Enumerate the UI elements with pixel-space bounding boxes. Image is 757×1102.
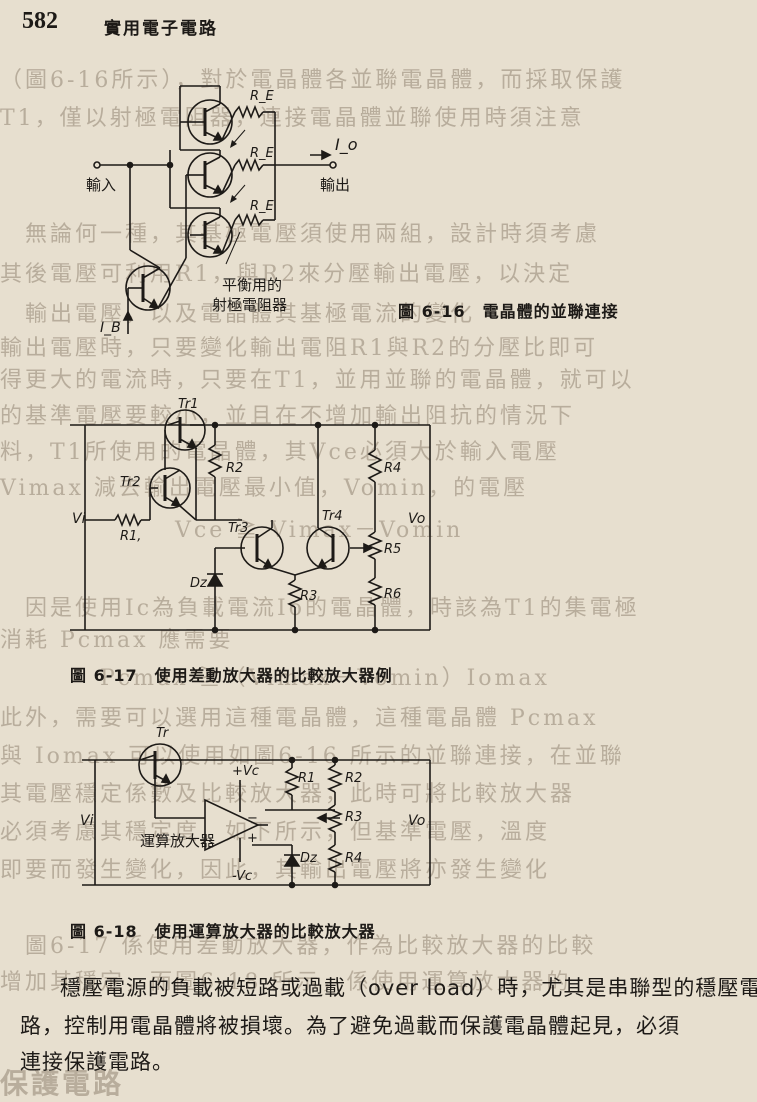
label-re-1: R_E <box>250 89 275 104</box>
label-dz: Dz <box>190 576 208 591</box>
label-plus: + <box>247 831 258 846</box>
transistor-tr1 <box>164 409 206 451</box>
label-output: 輸出 <box>320 176 350 194</box>
label-vo: Vo <box>408 511 425 527</box>
bleed-through-text: Pcmax ≧（Vimax－Vomin）Iomax <box>0 666 550 691</box>
bleed-through-text: 料，T1所使用的電晶體，其Vce必須大於輸入電壓 <box>0 440 560 465</box>
bleed-through-text: 得更大的電流時，只要在T1，並用並聯的電晶體，就可以 <box>0 368 635 393</box>
body-paragraph-line-2: 路，控制用電晶體將被損壞。為了避免過載而保護電晶體起見，必須 <box>20 1014 680 1038</box>
bleed-through-text: 增加其穩定，而圖6-18 所示，係使用運算放大器的 <box>0 970 572 995</box>
label-vo-18: Vo <box>408 813 425 829</box>
label-vi: Vi <box>72 511 86 527</box>
fig16-diagram <box>93 85 337 334</box>
transistor-tr2 <box>149 467 191 509</box>
opamp <box>204 798 260 852</box>
label-input: 輸入 <box>86 176 116 194</box>
bleed-through-text: （圖6-16所示），對於電晶體各並聯電晶體，而採取保護 <box>0 68 626 93</box>
label-r3: R3 <box>300 589 317 604</box>
label-vc-pos: +Vc <box>232 764 259 779</box>
label-r5: R5 <box>384 542 401 557</box>
label-re-2: R_E <box>250 146 275 161</box>
bleed-through-text: 其後電壓可利用R1，與R2來分壓輸出電壓，以決定 <box>0 262 574 287</box>
label-balance-2: 射極電阻器 <box>212 296 287 314</box>
transistor-tr3 <box>240 526 284 570</box>
label-r2-18: R2 <box>345 771 362 786</box>
body-paragraph-line-3: 連接保護電路。 <box>20 1050 174 1074</box>
bleed-through-text: 此外，需要可以選用這種電晶體，這種電晶體 Pcmax <box>0 706 599 731</box>
label-vi-18: Vi <box>80 813 94 829</box>
figure-caption-6-16: 圖 6-16 電晶體的並聯連接 <box>398 302 619 321</box>
bleed-through-text: 必須考慮其穩定度，如下所示，但基準電壓，溫度 <box>0 820 551 845</box>
label-re-3: R_E <box>250 199 275 214</box>
label-tr4: Tr4 <box>322 509 343 524</box>
fig18-diagram <box>82 743 431 889</box>
transistor-tr4 <box>306 526 350 570</box>
running-title: 實用電子電路 <box>104 19 218 39</box>
body-paragraph-line-1: 穩壓電源的負載被短路或過載（over load）時，尤其是串聯型的穩壓電 <box>60 976 757 1000</box>
figure-caption-6-17: 圖 6-17 使用差動放大器的比較放大器例 <box>70 666 393 685</box>
label-balance-1: 平衡用的 <box>222 276 282 294</box>
page-number: 582 <box>22 8 58 34</box>
zener-dz18 <box>283 853 301 885</box>
bleed-through-text: Vimax 減去輸出電壓最小值，Vomin，的電壓 <box>0 476 529 501</box>
label-r3-18: R3 <box>345 810 362 825</box>
label-tr1: Tr1 <box>178 397 199 412</box>
label-tr: Tr <box>156 726 170 741</box>
bleed-through-text: T1，僅以射極電阻器，連接電晶體並聯使用時須注意 <box>0 106 585 131</box>
label-tr3: Tr3 <box>228 521 249 536</box>
label-tr2: Tr2 <box>120 475 141 490</box>
transistor-q2 <box>187 152 233 198</box>
label-r4: R4 <box>384 461 401 476</box>
bleed-through-text: 輸出電壓，以及電晶體其基極電流的變化 <box>0 302 476 327</box>
bleed-through-text: 因是使用Ic為負載電流Io的電晶體，時該為T1的集電極 <box>0 596 640 621</box>
bleed-through-text: 無論何一種，其基極電壓須使用兩組，設計時須考慮 <box>0 222 601 247</box>
label-opamp: 運算放大器 <box>140 832 215 850</box>
label-dz-18: Dz <box>300 851 318 866</box>
label-ib: I_B <box>100 320 121 336</box>
bleed-through-text: 即要而發生變化，因此，其輸出電壓將亦發生變化 <box>0 858 551 883</box>
label-vc-neg: -Vc <box>232 869 252 884</box>
transistor-tr <box>138 743 182 787</box>
label-r1-18: R1 <box>298 771 315 786</box>
bleed-through-text: 與 Iomax 可以使用如圖6-16 所示的並聯連接，在並聯 <box>0 744 625 769</box>
bleed-through-text: 消耗 Pcmax 應需要 <box>0 628 234 653</box>
label-io: I_o <box>335 135 358 155</box>
bleed-through-text: 圖6-17 係使用差動放大器，作為比較放大器的比較 <box>0 934 597 959</box>
label-r4-18: R4 <box>345 851 362 866</box>
zener-dz <box>206 570 224 630</box>
bleed-through-text: 輸出電壓時，只要變化輸出電阻R1與R2的分壓比即可 <box>0 336 599 361</box>
transistor-q1 <box>187 99 233 145</box>
figure-caption-6-18: 圖 6-18 使用運算放大器的比較放大器 <box>70 922 376 941</box>
label-minus: − <box>247 811 258 826</box>
label-r2: R2 <box>226 461 243 476</box>
label-r1: R1, <box>120 529 141 544</box>
transistor-q3 <box>187 212 233 258</box>
label-r6: R6 <box>384 587 401 602</box>
fig17-diagram <box>70 409 431 634</box>
